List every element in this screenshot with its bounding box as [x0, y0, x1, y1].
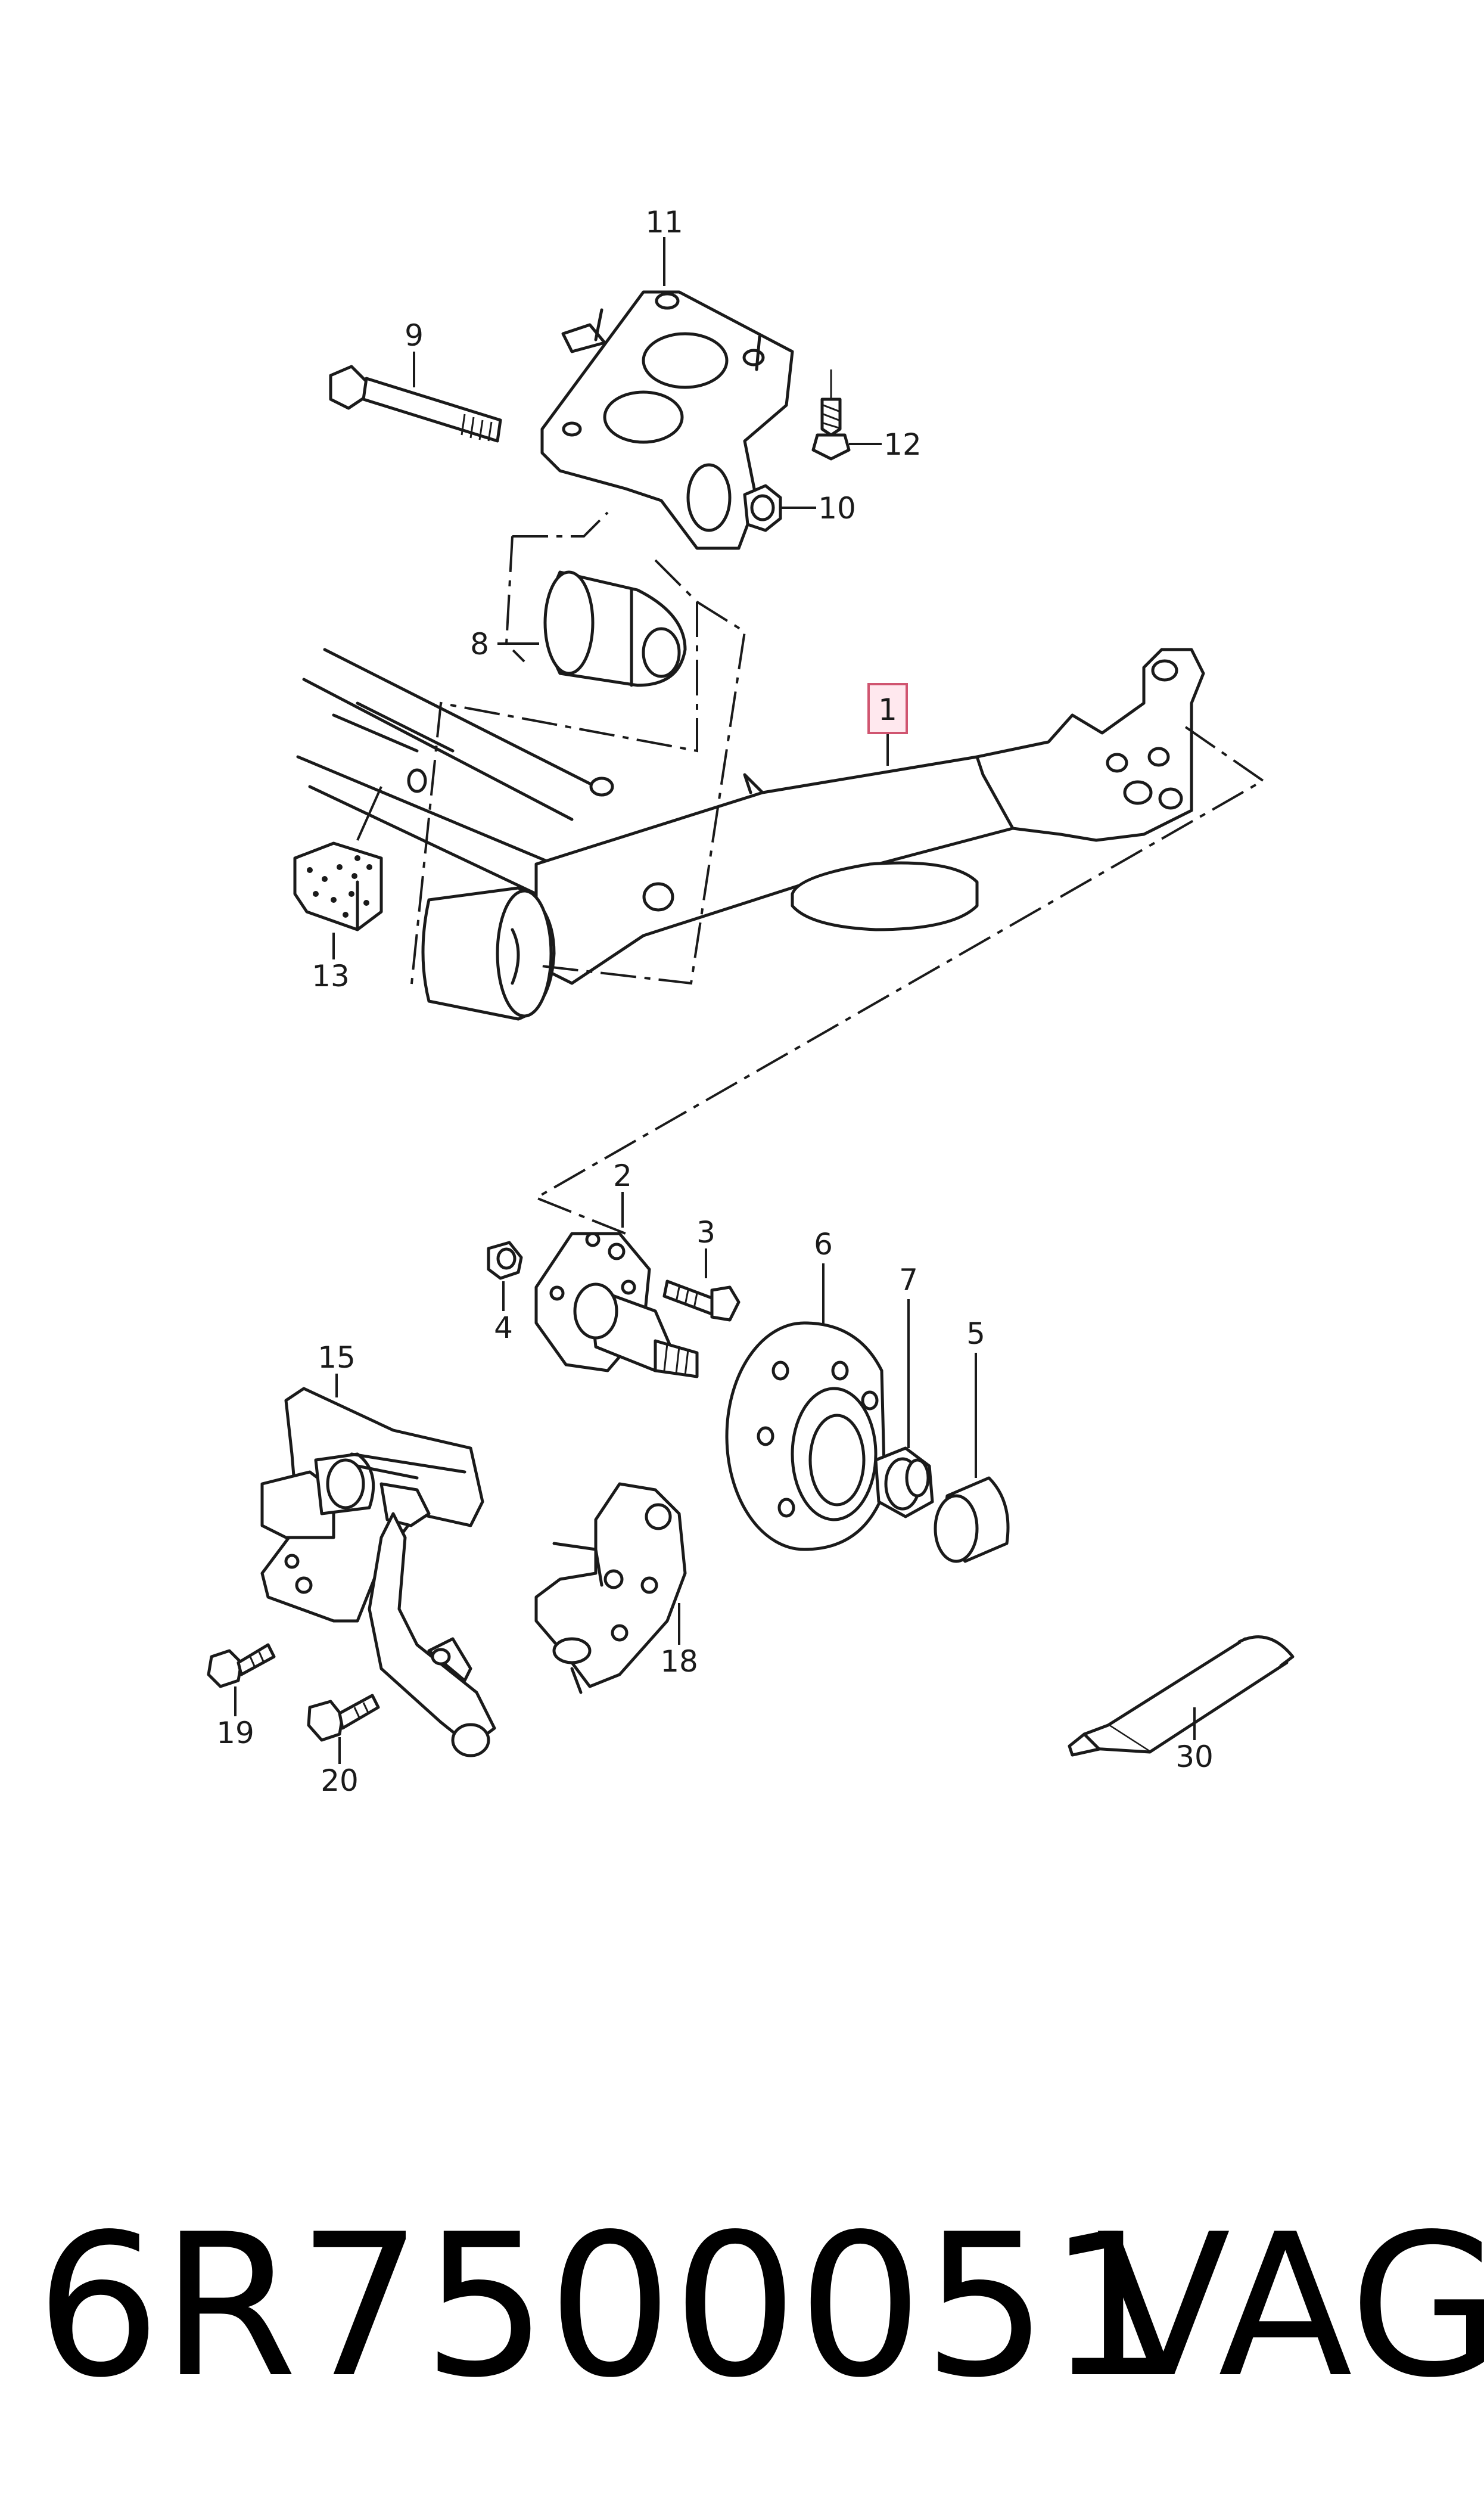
- grease-tube[interactable]: [1068, 1635, 1295, 1757]
- small-bolt[interactable]: [811, 369, 882, 461]
- sensor-bracket[interactable]: [534, 1482, 687, 1694]
- callout-12[interactable]: 12: [883, 427, 922, 462]
- bolt-20[interactable]: [307, 1694, 380, 1764]
- callout-3[interactable]: 3: [696, 1215, 715, 1250]
- brand-name: VAG: [1096, 2192, 1484, 2421]
- hub-nut[interactable]: [874, 1299, 934, 1518]
- dust-cap[interactable]: [934, 1353, 1010, 1563]
- part-number: 6R7500051: [36, 2192, 1173, 2421]
- callout-8[interactable]: 8: [470, 627, 489, 661]
- bolt-19[interactable]: [207, 1643, 276, 1716]
- wheel-hub[interactable]: [725, 1263, 886, 1551]
- rear-axle-beam[interactable]: [296, 648, 1205, 1021]
- callout-10[interactable]: 10: [818, 491, 856, 526]
- callout-1[interactable]: 1: [878, 692, 897, 727]
- hex-nut[interactable]: [743, 484, 816, 532]
- callout-18[interactable]: 18: [660, 1644, 698, 1679]
- callout-9[interactable]: 9: [405, 318, 424, 353]
- callout-13[interactable]: 13: [312, 959, 350, 993]
- sleeve[interactable]: [487, 1241, 523, 1311]
- callout-11[interactable]: 11: [645, 205, 683, 240]
- hub-bolt[interactable]: [662, 1248, 741, 1322]
- callout-20[interactable]: 20: [321, 1763, 359, 1798]
- callout-2[interactable]: 2: [613, 1158, 632, 1193]
- rubber-bush[interactable]: [497, 570, 687, 687]
- mounting-bracket[interactable]: [540, 237, 794, 550]
- callout-4[interactable]: 4: [494, 1310, 513, 1345]
- stub-axle[interactable]: [534, 1192, 699, 1378]
- stop-buffer[interactable]: [293, 786, 383, 959]
- callout-6[interactable]: 6: [814, 1227, 833, 1262]
- callout-15[interactable]: 15: [318, 1340, 356, 1375]
- brake-sensor-assembly[interactable]: [260, 1374, 496, 1757]
- callout-7[interactable]: 7: [899, 1263, 918, 1297]
- long-bolt[interactable]: [329, 352, 502, 443]
- callout-1-highlight: [867, 683, 908, 734]
- callout-30[interactable]: 30: [1175, 1740, 1214, 1774]
- callout-19[interactable]: 19: [216, 1716, 254, 1750]
- callout-labels: 1 2 3 4 5 6 7 8 9 10 11 12 13 15 18 19 2…: [216, 205, 1214, 1798]
- callout-5[interactable]: 5: [966, 1316, 985, 1351]
